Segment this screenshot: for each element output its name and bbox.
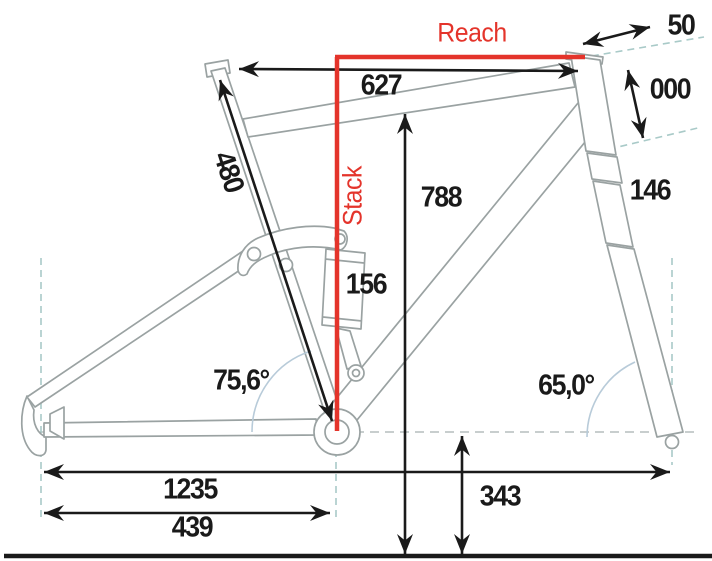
wheelbase-dimension-label: 1235 — [163, 473, 218, 506]
dimension-lines — [44, 24, 670, 554]
top-tube — [242, 62, 576, 138]
reach-label: Reach — [437, 17, 507, 48]
dimension-line-000 — [624, 69, 647, 139]
fork-crown — [586, 152, 623, 184]
chain-stay — [43, 418, 319, 438]
head-angle-label: 65,0° — [538, 369, 595, 402]
shock-shaft — [335, 327, 362, 370]
head-tube-dimension-label: 000 — [649, 73, 692, 106]
fork-dimension-label: 146 — [629, 174, 672, 207]
front-axle — [664, 434, 680, 450]
rocker-pivot-front — [246, 246, 262, 262]
spacer-dimension-label: 50 — [667, 9, 696, 42]
seat-height-dimension-label: 788 — [420, 181, 463, 214]
shock-lower-eyelet-hole — [351, 368, 361, 378]
seat-angle-label: 75,6° — [213, 364, 270, 397]
chainstay-dimension-label: 439 — [171, 511, 214, 544]
dimension-line-627 — [238, 61, 579, 79]
head-tube — [570, 55, 617, 156]
fork-lower-leg — [606, 244, 684, 438]
shock-dimension-label: 156 — [345, 268, 388, 301]
head-angle-arc — [586, 361, 636, 438]
fork-stanchion — [592, 180, 634, 248]
bb-height-dimension-label: 343 — [479, 480, 522, 513]
reach-stack-lines — [334, 54, 585, 431]
dimension-line-50 — [582, 24, 651, 47]
stack-label: Stack — [337, 166, 368, 226]
top-tube-dimension-label: 627 — [360, 69, 403, 102]
head-tube-top-dashed-line — [579, 36, 705, 59]
rear-dropout — [20, 395, 47, 457]
dropout-gusset — [49, 406, 65, 440]
dimension-line-480 — [218, 79, 334, 422]
